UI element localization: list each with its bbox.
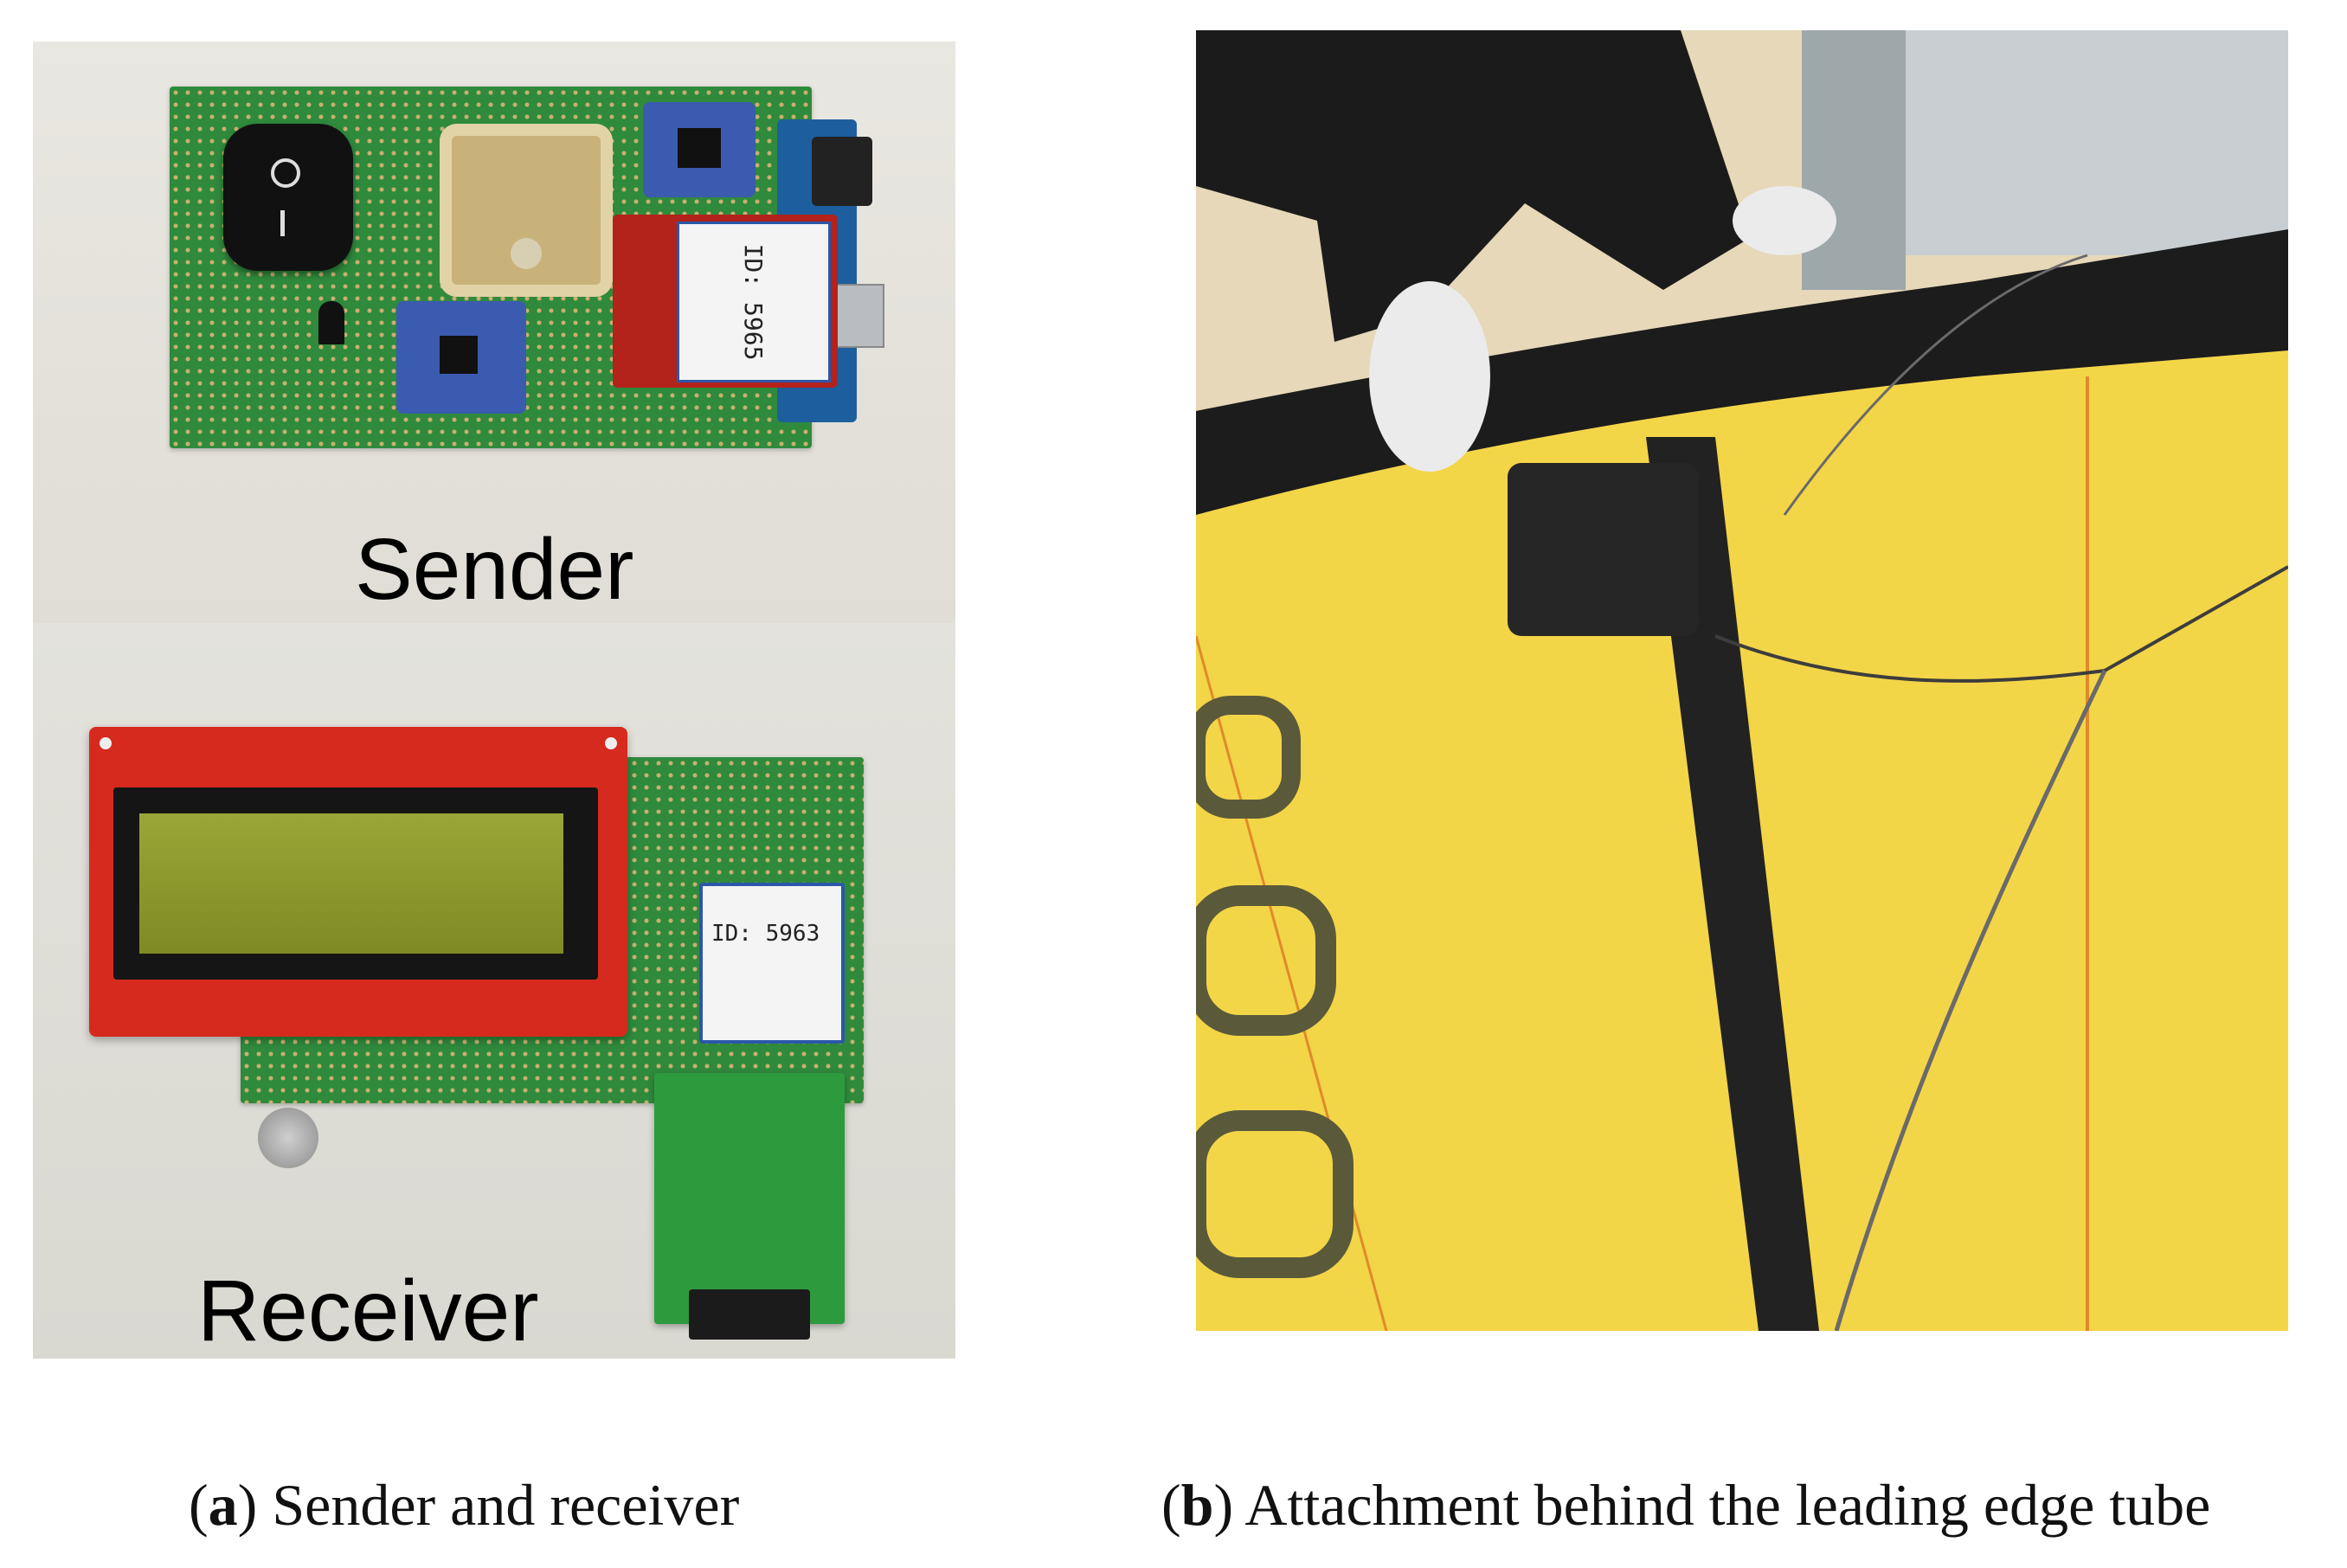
- right-glove: [1733, 186, 1836, 255]
- sea: [1802, 30, 1906, 290]
- radio-module-receiver: ID: 5963: [699, 883, 845, 1044]
- person-clothing: [1196, 30, 1750, 342]
- canopy-print-1: [1196, 696, 1301, 819]
- sensor-module-bottom: [396, 301, 526, 414]
- sensor-pouch: [1508, 463, 1698, 636]
- sender-module-id: ID: 5965: [739, 243, 768, 361]
- canopy-seam-left: [1196, 635, 1388, 1331]
- caption-a-letter: a: [208, 1472, 238, 1538]
- caption-b-text: Attachment behind the leading edge tube: [1244, 1472, 2211, 1538]
- sensor-module-top: [643, 102, 756, 197]
- receiver-module-id: ID: 5963: [711, 921, 820, 947]
- sender-receiver-photo: ID: 5965 Sender ID: 5963 Receiver: [33, 42, 955, 1359]
- bridle-line-upper: [1783, 254, 2088, 516]
- caption-a-text: Sender and receiver: [272, 1472, 740, 1538]
- receiver-label: Receiver: [197, 1263, 539, 1359]
- canopy-print-3: [1196, 1110, 1354, 1278]
- sender-photo-region: ID: 5965 Sender: [33, 42, 955, 623]
- sd-card-adapter: [654, 1073, 845, 1340]
- left-glove: [1369, 281, 1490, 472]
- lcd-screen: [139, 813, 563, 954]
- caption-b-letter: b: [1180, 1472, 1214, 1538]
- transistor: [318, 301, 344, 344]
- kite-attachment-photo: [1196, 30, 2288, 1331]
- receiver-photo-region: ID: 5963 Receiver: [33, 623, 955, 1359]
- sender-label: Sender: [355, 521, 634, 618]
- lcd-display: [89, 727, 627, 1037]
- radio-module-sender: ID: 5965: [613, 215, 838, 388]
- canopy-print-2: [1196, 885, 1336, 1036]
- mounting-bolt: [258, 1108, 318, 1168]
- power-switch-icon: [223, 124, 353, 271]
- bridle-line-lower: [1834, 669, 2107, 1331]
- bridle-line: [1714, 565, 2288, 683]
- caption-a: (a) Sender and receiver: [189, 1472, 740, 1538]
- caption-b: (b) Attachment behind the leading edge t…: [1161, 1472, 2211, 1538]
- gps-antenna: [440, 124, 613, 297]
- kite-scene: [1196, 30, 2288, 1331]
- power-jack: [812, 137, 872, 206]
- strut: [1646, 437, 1819, 1331]
